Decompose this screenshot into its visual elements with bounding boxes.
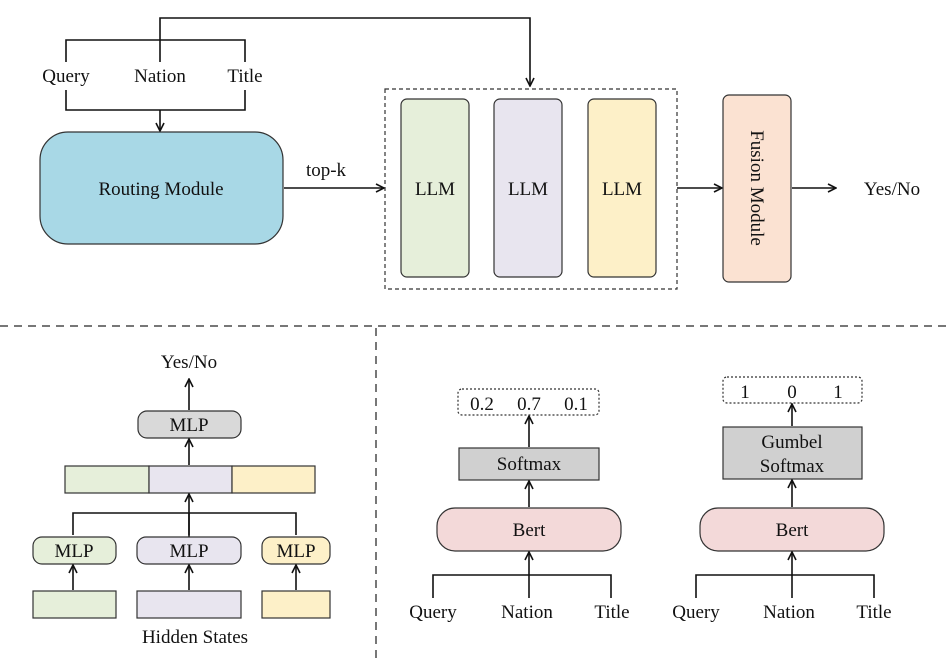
soft-input-query: Query (409, 602, 457, 623)
top-input-title: Title (227, 66, 262, 87)
gumbel-score-2: 0 (787, 382, 797, 403)
fusion-module-box (722, 94, 792, 283)
llm-label-2: LLM (508, 179, 548, 200)
llm-box-1 (400, 98, 470, 278)
llm-label-3: LLM (602, 179, 642, 200)
input-top-bracket (65, 39, 246, 62)
mlp-label-1: MLP (54, 541, 93, 562)
llm-box-2 (493, 98, 563, 278)
fusion-detail-panel: Yes/No MLP MLP MLP MLP Hidden States (32, 352, 331, 648)
soft-input-bracket (432, 574, 612, 598)
softmax-box (458, 447, 600, 481)
gumbel-score-1: 1 (740, 382, 750, 403)
gumbel-input-nation: Nation (763, 602, 815, 623)
gumbel-input-bracket (695, 574, 875, 598)
mlp-merge-bracket (72, 512, 297, 535)
soft-score-1: 0.2 (470, 394, 494, 415)
hidden-state-3 (261, 590, 331, 619)
mlp-label-2: MLP (169, 541, 208, 562)
soft-score-3: 0.1 (564, 394, 588, 415)
fusion-output-label: Yes/No (161, 352, 217, 373)
gumbel-label-line2: Softmax (760, 456, 825, 477)
soft-score-2: 0.7 (517, 394, 541, 415)
soft-input-nation: Nation (501, 602, 553, 623)
soft-input-title: Title (594, 602, 629, 623)
gumbel-score-box (722, 376, 863, 404)
softmax-label: Softmax (497, 454, 562, 475)
bert-label-gumbel: Bert (776, 520, 809, 541)
routing-module-box (39, 131, 284, 245)
routing-module-label: Routing Module (98, 179, 223, 200)
concat-seg-yellow (231, 465, 316, 494)
gumbel-score-3: 1 (833, 382, 843, 403)
concat-seg-purple (148, 465, 233, 494)
hidden-state-1 (32, 590, 117, 619)
top-pipeline: Query Nation Title Routing Module top-k … (39, 17, 920, 290)
hidden-states-label: Hidden States (142, 627, 248, 648)
llm-box-3 (587, 98, 657, 278)
llm-label-1: LLM (415, 179, 455, 200)
top-input-nation: Nation (134, 66, 186, 87)
llm-container (384, 88, 678, 290)
topk-label: top-k (306, 160, 347, 181)
top-output-label: Yes/No (864, 179, 920, 200)
mlp-label-3: MLP (276, 541, 315, 562)
nation-to-llm-feed (159, 17, 530, 86)
bert-label-soft: Bert (513, 520, 546, 541)
softmax-router-panel: 0.2 0.7 0.1 Softmax Bert Query Nation Ti… (409, 388, 630, 623)
gumbel-input-title: Title (856, 602, 891, 623)
fusion-module-label: Fusion Module (746, 130, 767, 246)
top-input-query: Query (42, 66, 90, 87)
hidden-state-2 (136, 590, 242, 619)
mlp-top-label: MLP (169, 415, 208, 436)
gumbel-router-panel: 1 0 1 Gumbel Softmax Bert Query Nation T… (672, 376, 892, 623)
concat-seg-green (64, 465, 150, 494)
input-bottom-bracket (65, 90, 246, 111)
gumbel-label-line1: Gumbel (761, 432, 822, 453)
gumbel-input-query: Query (672, 602, 720, 623)
